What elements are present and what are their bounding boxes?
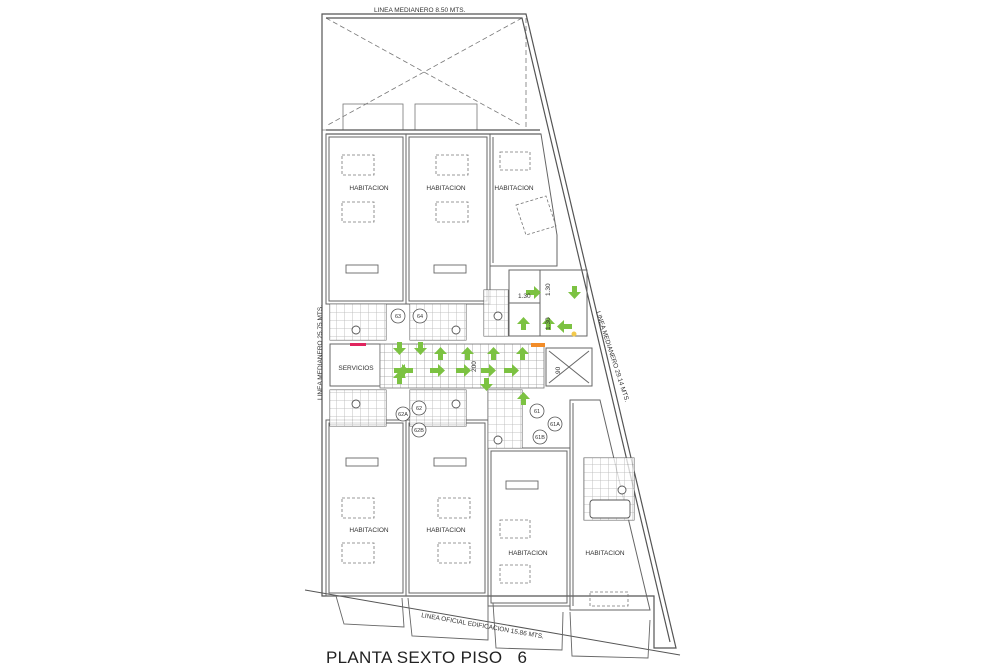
door-tag-62b-circle xyxy=(411,422,427,438)
door-tag-61a-circle xyxy=(547,416,563,432)
orange-marker xyxy=(531,343,545,347)
room-label-habitacion: HABITACION xyxy=(585,550,625,557)
door-tag-62a-circle xyxy=(395,406,411,422)
room-label-servicios: SERVICIOS xyxy=(338,365,374,372)
door-tag-61b: 61B xyxy=(535,435,545,441)
door-tag-61: 61 xyxy=(534,409,540,415)
dim-corridor: 200 xyxy=(471,361,478,372)
dim-stair-h1: 1.30 xyxy=(545,283,552,296)
boundary-label-top: LINEA MEDIANERO 8.50 MTS. xyxy=(374,7,466,14)
arrow-icon xyxy=(481,364,496,377)
boundary-label-bottom: LINEA OFICIAL EDIFICACION 15.86 MTS. xyxy=(421,612,545,641)
door-tag-64-circle xyxy=(412,308,428,324)
arrow-icon xyxy=(430,364,445,377)
arrow-icon xyxy=(517,317,530,330)
boundary-label-left: LINEA MEDIANERO 25.75 MTS. xyxy=(317,305,324,400)
balconies-bottom xyxy=(335,595,651,659)
door-tag-61b-circle xyxy=(532,429,548,445)
room-label-habitacion: HABITACION xyxy=(426,185,466,192)
room-label-habitacion: HABITACION xyxy=(426,527,466,534)
door-tag-61a: 61A xyxy=(550,422,560,428)
yellow-marker xyxy=(571,331,577,337)
door-tag-62a: 62A xyxy=(398,412,408,418)
arrow-icon xyxy=(504,364,519,377)
dim-stair-h2: 1.30 xyxy=(545,317,552,330)
door-tag-61-circle xyxy=(529,403,545,419)
arrow-icon xyxy=(480,378,493,391)
arrow-icon xyxy=(542,317,555,330)
red-marker xyxy=(350,343,366,346)
arrow-icon xyxy=(434,347,447,360)
arrow-icon xyxy=(461,347,474,360)
door-tag-62b: 62B xyxy=(414,428,424,434)
door-tag-62-circle xyxy=(411,400,427,416)
dim-shaft: 90 xyxy=(555,366,562,374)
arrow-icon xyxy=(393,371,406,384)
arrow-icon xyxy=(516,347,529,360)
furniture xyxy=(341,151,629,607)
arrow-icon xyxy=(456,364,471,377)
room-label-habitacion: HABITACION xyxy=(508,550,548,557)
plan-title: PLANTA SEXTO PISO xyxy=(326,648,503,667)
arrow-icon xyxy=(487,347,500,360)
roof-terrace xyxy=(321,13,527,131)
tiled-floors xyxy=(330,290,634,520)
arrow-icon xyxy=(526,286,541,299)
fixtures xyxy=(351,311,631,519)
room-label-habitacion: HABITACION xyxy=(349,185,389,192)
dim-stair-width: 1.30 xyxy=(518,293,531,300)
boundary-label-right: LINEA MEDIANERO 29.14 MTS. xyxy=(594,310,630,403)
plan-title-block: PLANTA SEXTO PISO 6 xyxy=(326,648,527,668)
door-tag-63: 63 xyxy=(395,314,401,320)
room-label-habitacion: HABITACION xyxy=(349,527,389,534)
door-tag-62: 62 xyxy=(416,406,422,412)
door-tag-64: 64 xyxy=(417,314,423,320)
arrow-icon xyxy=(414,342,427,355)
door-tag-63-circle xyxy=(390,308,406,324)
tables xyxy=(345,264,539,490)
arrow-icon xyxy=(393,342,406,355)
property-line-bottom xyxy=(304,589,681,656)
room-label-habitacion: HABITACION xyxy=(494,185,534,192)
arrow-icon xyxy=(557,320,572,333)
arrow-icon xyxy=(517,392,530,405)
evacuation-arrows xyxy=(393,286,581,405)
arrow-icon xyxy=(568,286,581,299)
plan-number: 6 xyxy=(517,648,528,667)
